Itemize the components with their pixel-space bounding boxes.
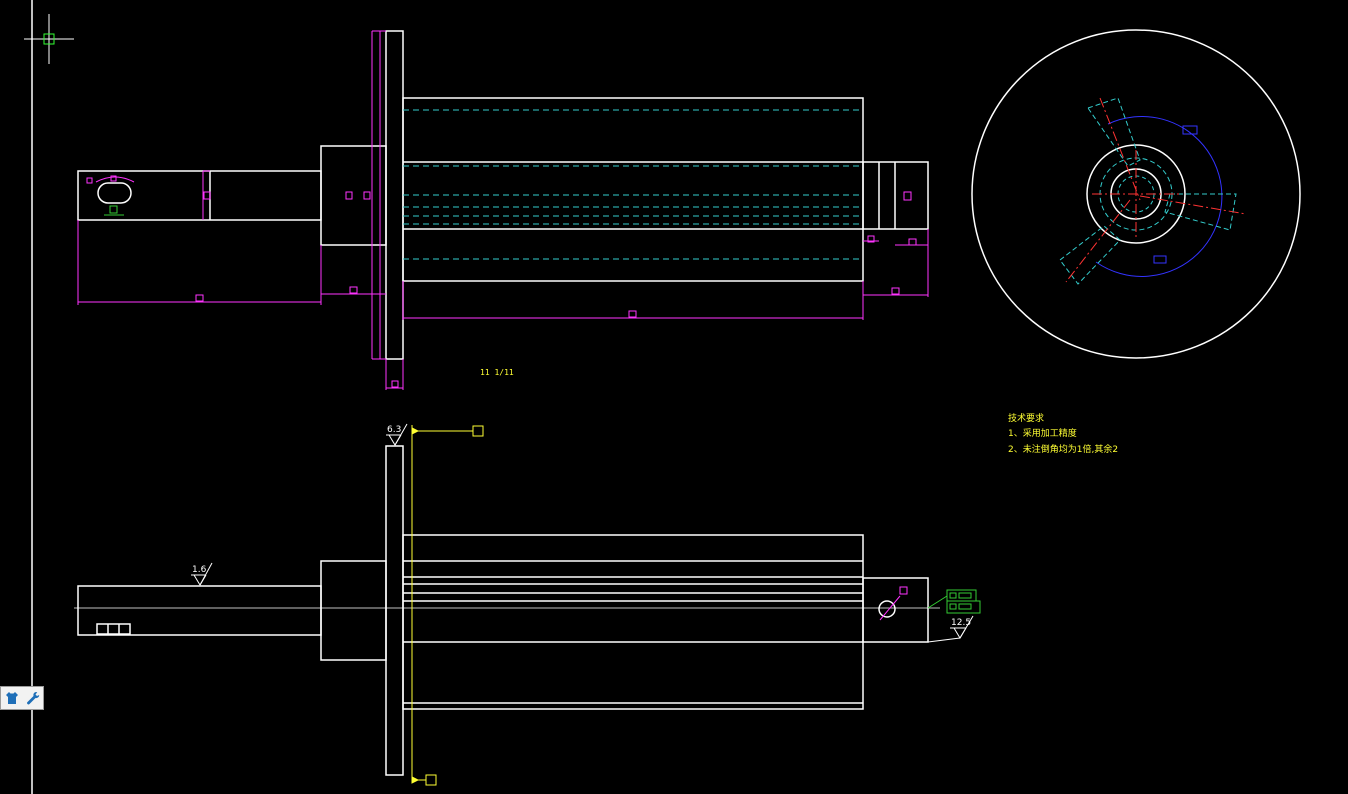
shaft-end-view [971, 29, 1301, 359]
roughness-symbol-top [386, 423, 408, 446]
crosshair-cursor-icon [24, 14, 74, 64]
shirt-icon[interactable] [3, 689, 21, 707]
hidden-lines-top [403, 109, 863, 260]
wrench-icon[interactable] [24, 689, 42, 707]
shaft-top-view [77, 30, 929, 360]
tech-note-2: 2、未注倒角均为1倍,其余2 [1008, 443, 1118, 455]
roughness-symbol-right [927, 615, 974, 643]
label-mid: 11 1/11 [480, 368, 514, 377]
roughness-left-label: 1.6 [192, 565, 207, 575]
dimensions-top [77, 30, 929, 390]
tolerance-frame [927, 589, 981, 614]
hole-annotation [879, 586, 908, 621]
shaft-section-view [77, 445, 929, 776]
tech-note-1: 1、采用加工精度 [1008, 427, 1077, 439]
roughness-right-label: 12.5 [951, 618, 971, 628]
datum-leaders [411, 425, 484, 786]
tech-notes-title: 技术要求 [1008, 412, 1044, 424]
technical-notes: 技术要求 1、采用加工精度 2、未注倒角均为1倍,其余2 [1008, 412, 1118, 455]
roughness-symbol-left [191, 562, 213, 586]
roughness-top-label: 6.3 [387, 425, 401, 435]
keyway-annotation [104, 205, 124, 216]
floating-toolbox [0, 686, 44, 710]
